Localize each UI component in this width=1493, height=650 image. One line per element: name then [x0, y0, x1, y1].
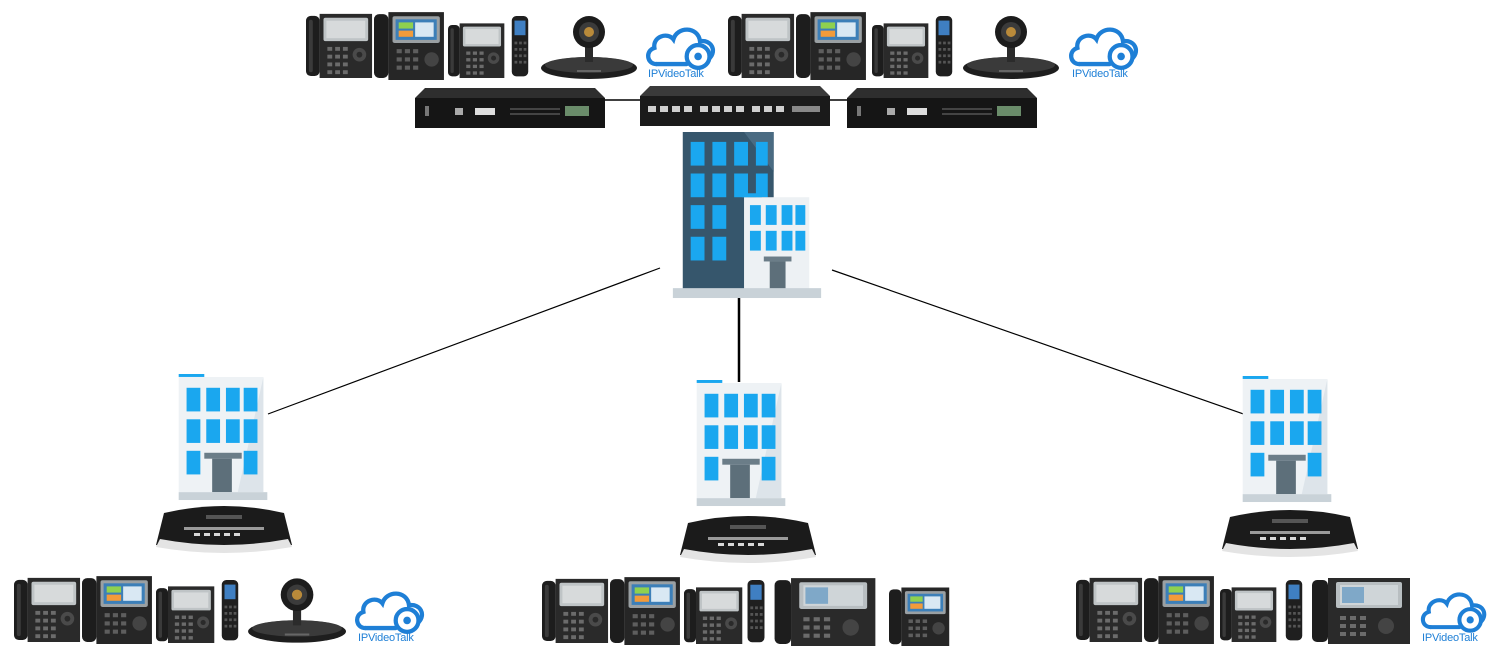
dect-handset-icon — [510, 16, 530, 80]
ucm-rack-left-icon — [414, 88, 606, 128]
video-conference-camera-icon — [958, 10, 1060, 80]
color-desk-phone-icon — [374, 8, 446, 80]
dect-handset-icon — [934, 16, 954, 80]
hq-building-icon — [672, 132, 822, 300]
desk-phone-icon — [684, 582, 744, 646]
link-hq-branch-right — [831, 269, 1273, 425]
color-desk-phone-icon — [1144, 572, 1216, 644]
network-switch-icon — [640, 86, 830, 126]
dect-handset-icon — [1284, 580, 1304, 644]
ipvideotalk-label: IPVideoTalk — [1422, 632, 1478, 644]
branch-building-icon — [696, 380, 786, 508]
ucm-desktop-icon — [678, 514, 818, 566]
dect-handset-icon — [746, 580, 766, 646]
desk-phone-icon — [306, 8, 374, 80]
ipvideotalk-cloud-icon — [1066, 22, 1142, 70]
desk-phone-icon — [872, 18, 930, 80]
wide-desk-phone-icon — [1310, 574, 1414, 644]
desk-phone-icon — [156, 582, 216, 644]
video-conference-camera-icon — [244, 572, 346, 644]
branch-building-icon — [178, 374, 268, 502]
dect-handset-icon — [220, 580, 240, 644]
desk-phone-icon — [1076, 572, 1144, 644]
color-desk-phone-icon — [82, 572, 154, 644]
color-desk-phone-icon — [610, 572, 682, 646]
branch-building-icon — [1242, 376, 1332, 504]
link-hq-branch-left — [267, 267, 661, 415]
wide-desk-phone-icon — [774, 574, 878, 646]
video-conference-camera-icon — [536, 10, 638, 80]
ipvideotalk-label: IPVideoTalk — [1072, 68, 1128, 80]
ucm-rack-right-icon — [846, 88, 1038, 128]
ucm-desktop-icon — [154, 504, 294, 556]
color-desk-phone-icon — [796, 8, 868, 80]
ucm-desktop-icon — [1220, 508, 1360, 560]
desk-phone-icon — [448, 18, 506, 80]
ipvideotalk-cloud-icon — [643, 22, 719, 70]
desk-phone-icon — [14, 572, 82, 644]
desk-phone-icon — [728, 8, 796, 80]
ipvideotalk-label: IPVideoTalk — [358, 632, 414, 644]
ipvideotalk-cloud-icon — [1418, 586, 1490, 634]
desk-phone-icon — [542, 572, 610, 646]
desk-phone-icon — [1220, 582, 1278, 644]
ipvideotalk-cloud-icon — [352, 586, 428, 634]
color-desk-phone-icon — [880, 584, 960, 646]
ipvideotalk-label: IPVideoTalk — [648, 68, 704, 80]
